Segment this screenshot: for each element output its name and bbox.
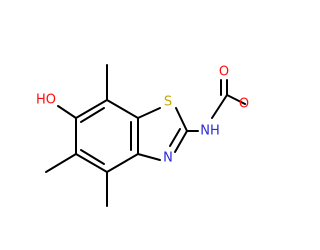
hydroxyl-label: HO bbox=[36, 93, 56, 108]
carbamate-chain bbox=[186, 79, 246, 132]
methyl-groups bbox=[45, 64, 108, 207]
bond-c5-c6-inner bbox=[80, 107, 105, 123]
ester-oxygen-label: O bbox=[239, 97, 249, 112]
ring-nitrogen-label: N bbox=[163, 151, 173, 166]
sulfur-label: S bbox=[164, 95, 172, 110]
bond-c3-c4 bbox=[75, 153, 108, 173]
bond-c2-n-inner bbox=[169, 128, 181, 147]
bond-nh-carbonyl-c bbox=[211, 94, 228, 119]
bond-s-c2 bbox=[175, 107, 188, 132]
bond-c1-s bbox=[137, 107, 161, 119]
benzene-ring bbox=[75, 99, 139, 173]
thiazole-ring bbox=[137, 107, 188, 161]
carbonyl-oxygen-label: O bbox=[219, 65, 229, 80]
amine-nh-label: NH bbox=[200, 124, 220, 139]
bond-carbonyl-c-ester-o bbox=[226, 94, 246, 105]
hydroxyl-bond bbox=[57, 105, 77, 119]
bond-n-c bbox=[137, 153, 161, 161]
molecule-structure-diagram: HO S N NH O O bbox=[36, 64, 249, 207]
bond-c2-n bbox=[174, 130, 188, 153]
bond-c6-c1 bbox=[106, 99, 139, 119]
bond-c5-c6 bbox=[75, 99, 108, 119]
bond-c3-c4-inner bbox=[80, 149, 105, 165]
bond-c2-c3 bbox=[106, 153, 139, 173]
methyl-bond-left bbox=[45, 153, 77, 173]
